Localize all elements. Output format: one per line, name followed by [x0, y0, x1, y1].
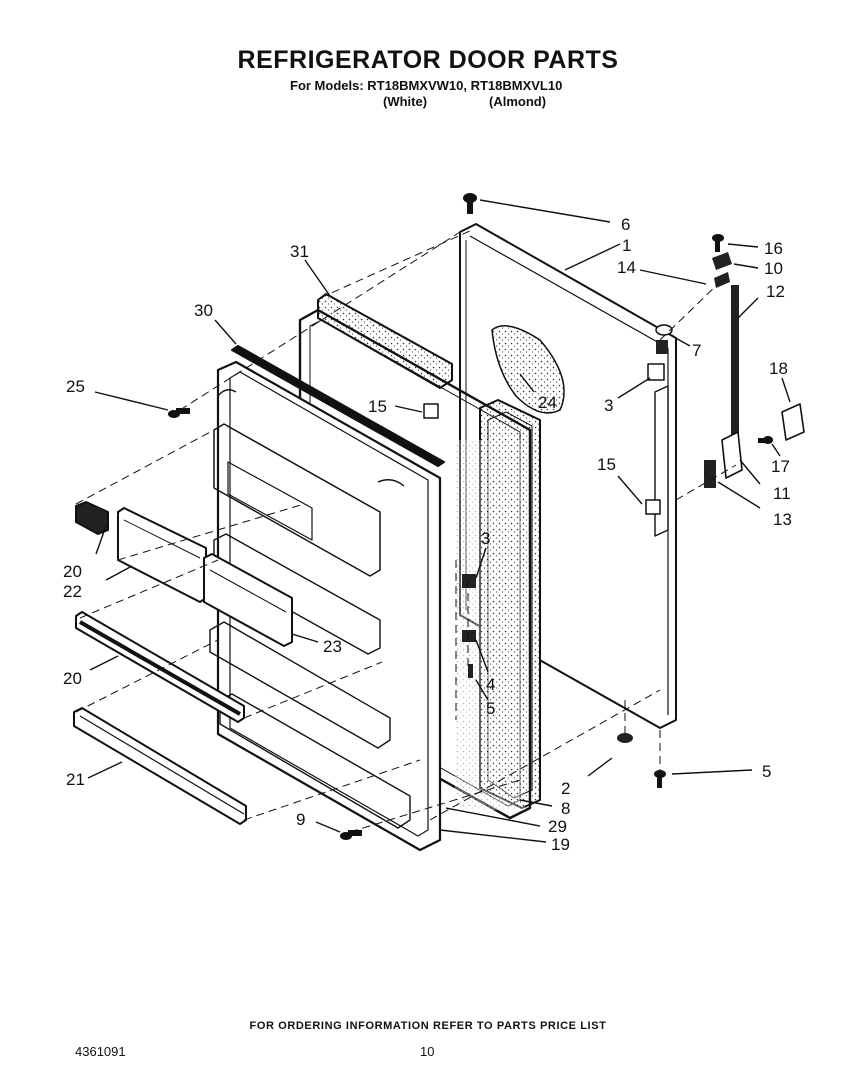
- callout-label: 29: [548, 817, 567, 836]
- callout-label: 9: [296, 810, 305, 829]
- callout-label: 20: [63, 562, 82, 581]
- callout-label: 21: [66, 770, 85, 789]
- screw-hinge: [712, 234, 724, 252]
- page-title: REFRIGERATOR DOOR PARTS: [237, 46, 619, 74]
- variant-white-label: (White): [383, 94, 428, 109]
- callout-label: 18: [769, 359, 788, 378]
- callout-label: 17: [771, 457, 790, 476]
- handle-cutaway: [491, 325, 565, 414]
- breaker-strip: [231, 345, 445, 467]
- shelf-bar-bottom: [73, 707, 247, 825]
- hinge-pin: [731, 285, 739, 435]
- callout-label: 7: [692, 341, 701, 360]
- screw-top: [463, 193, 477, 214]
- callout-label: 30: [194, 301, 213, 320]
- callout-label: 20: [63, 669, 82, 688]
- screw-left: [168, 408, 190, 418]
- callout-label: 1: [622, 236, 631, 255]
- document-number: 4361091: [75, 1044, 126, 1059]
- screw-hinge-lower: [758, 436, 773, 444]
- shelf-rail-upper: [75, 501, 109, 535]
- callout-label: 6: [621, 215, 630, 234]
- door-stop-top: [647, 324, 673, 381]
- callout-label: 16: [764, 239, 783, 258]
- variant-almond-label: (Almond): [489, 94, 547, 109]
- callout-label: 12: [766, 282, 785, 301]
- callout-label: 15: [597, 455, 616, 474]
- hinge-cap-top: [712, 252, 732, 288]
- callout-label: 25: [66, 377, 85, 396]
- callout-label: 3: [481, 529, 490, 548]
- callout-label: 15: [368, 397, 387, 416]
- callout-label: 3: [604, 396, 613, 415]
- callout-label: 5: [486, 699, 495, 718]
- callout-label: 2: [561, 779, 570, 798]
- callout-label: 4: [486, 675, 495, 694]
- screw-lower-right: [654, 770, 666, 788]
- models-line: For Models: RT18BMXVW10, RT18BMXVL10: [290, 78, 563, 93]
- foam-insulation-back: [317, 293, 453, 389]
- callout-label: 5: [762, 762, 771, 781]
- callout-label: 31: [290, 242, 309, 261]
- callout-labels: 6 1 31 16 10 14 12 30 7 25 24 15 3 18 17…: [63, 215, 792, 854]
- callout-label: 24: [538, 393, 557, 412]
- hinge-bracket-lower: [704, 431, 743, 488]
- dairy-door-lower: [203, 553, 293, 647]
- page-number: 10: [420, 1044, 435, 1059]
- callout-label: 19: [551, 835, 570, 854]
- door-stop-bottom: [617, 733, 633, 743]
- callout-label: 22: [63, 582, 82, 601]
- callout-label: 14: [617, 258, 636, 277]
- callout-label: 13: [773, 510, 792, 529]
- callout-label: 10: [764, 259, 783, 278]
- dairy-door: [117, 507, 207, 603]
- handle-end-cap: [781, 403, 805, 441]
- screw-bottom: [340, 830, 362, 840]
- ordering-note: FOR ORDERING INFORMATION REFER TO PARTS …: [249, 1020, 607, 1032]
- callout-label: 11: [773, 484, 791, 503]
- callout-label: 23: [323, 637, 342, 656]
- callout-label: 8: [561, 799, 570, 818]
- inner-door-liner: [209, 360, 442, 852]
